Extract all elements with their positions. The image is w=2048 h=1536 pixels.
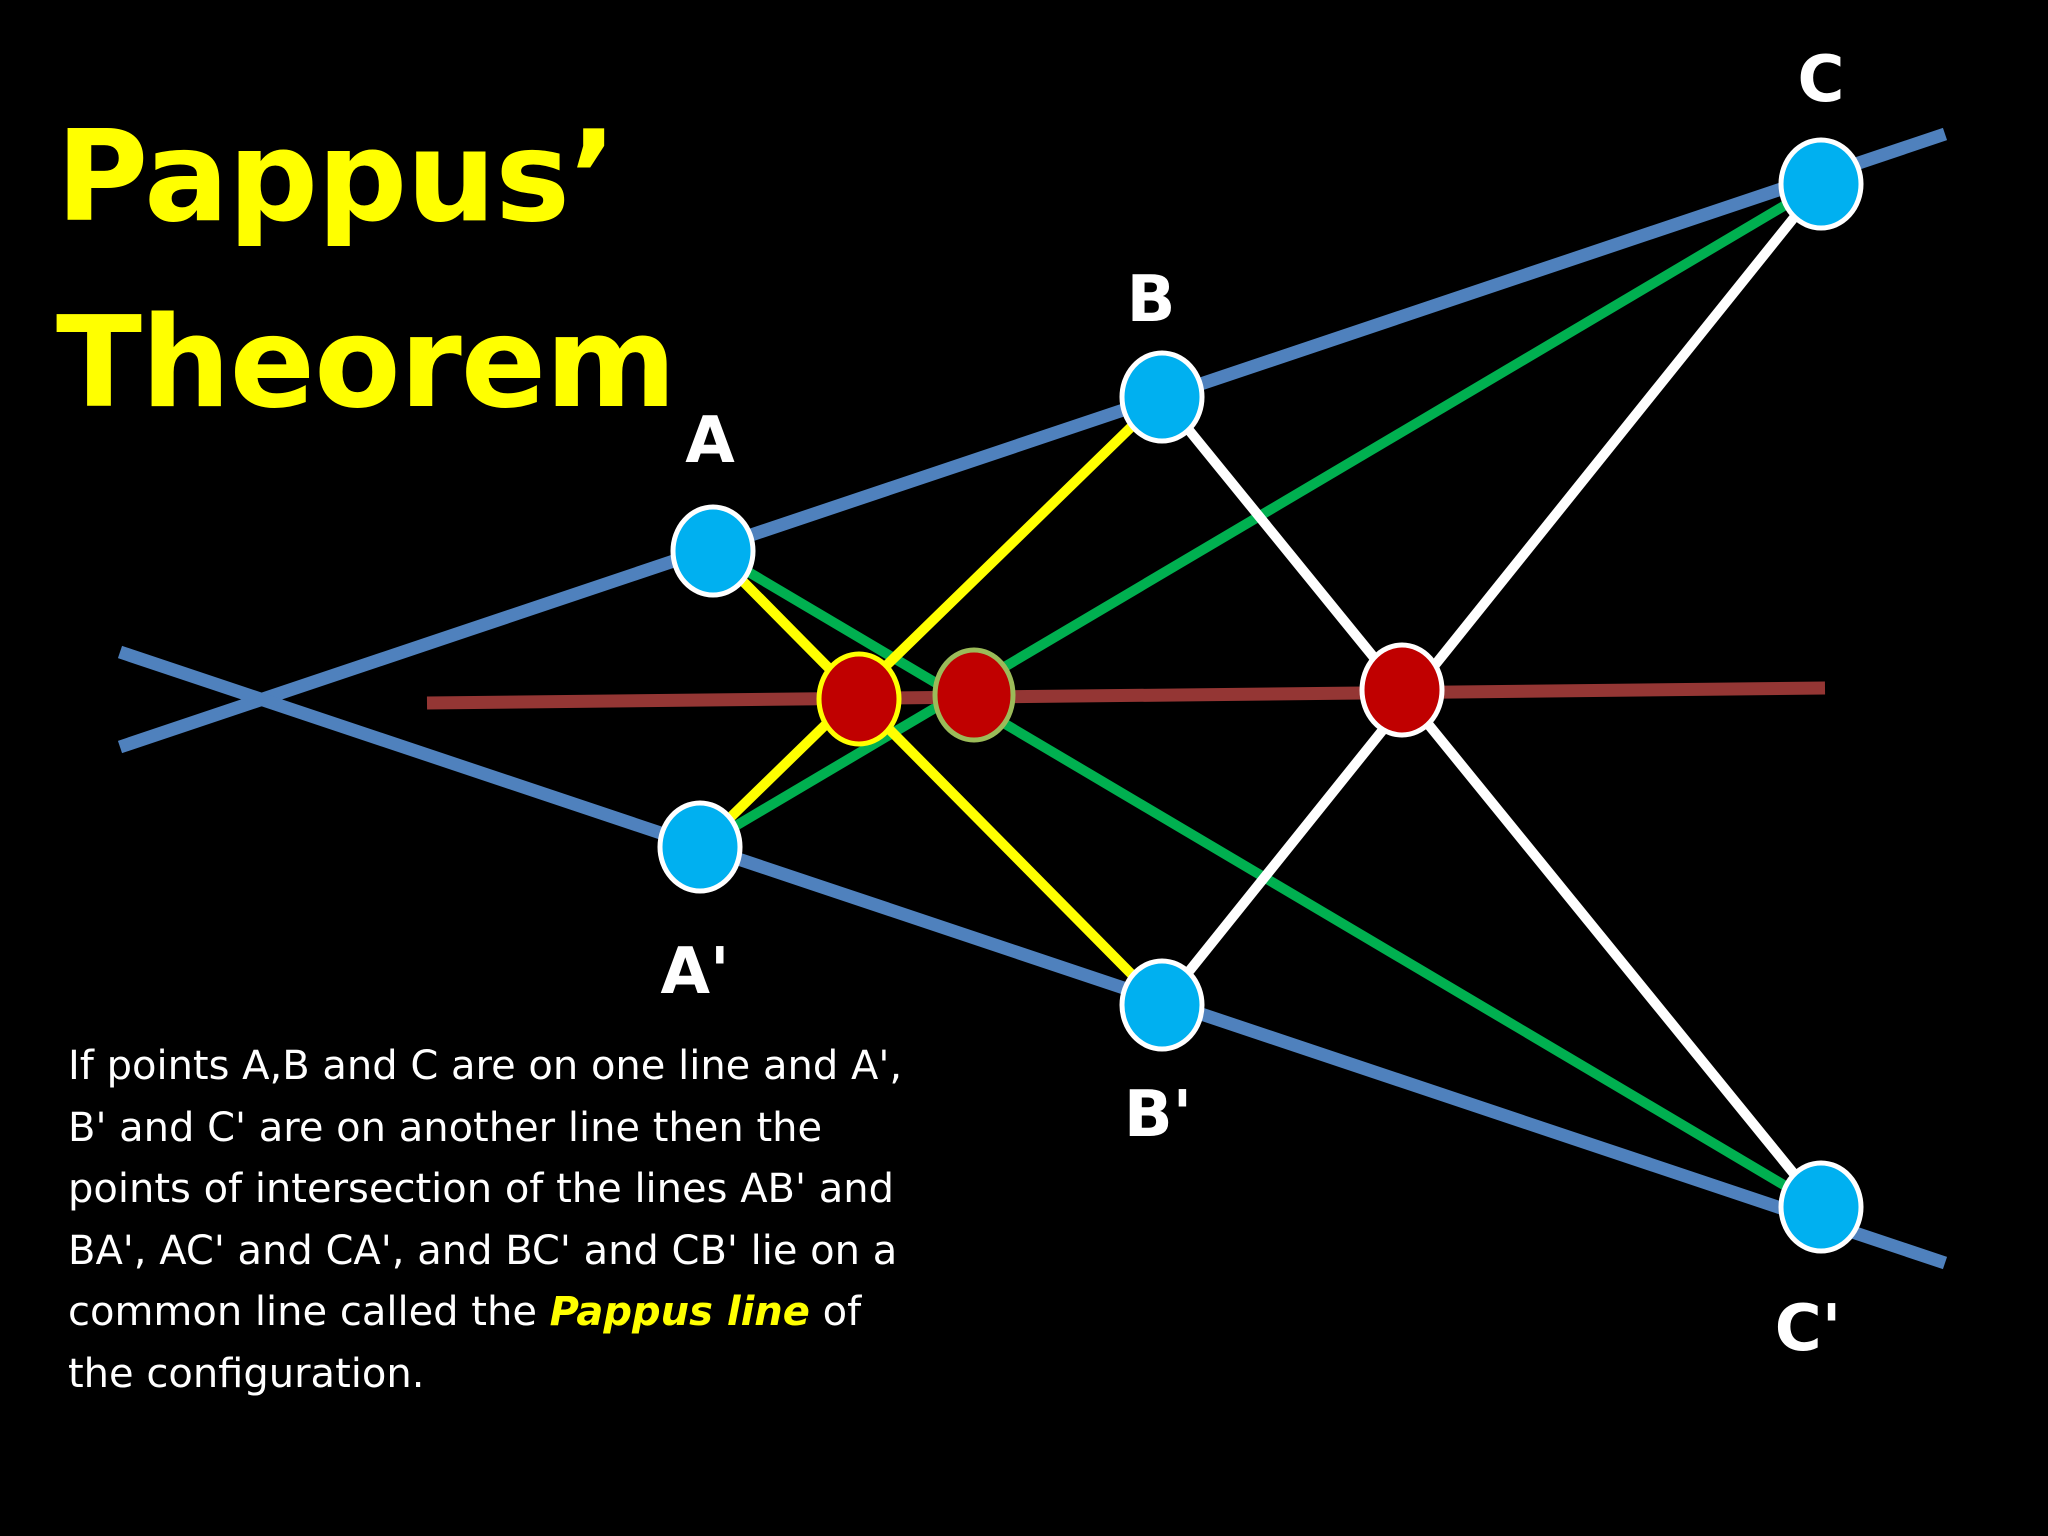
- label-C-prime: C': [1775, 1292, 1842, 1366]
- point-A-prime: [657, 800, 743, 894]
- title-line-2: Theorem: [56, 289, 677, 436]
- pappus-line: [426, 681, 1826, 710]
- label-C: C: [1798, 43, 1845, 117]
- description-text: If points A,B and C are on one line and …: [68, 1043, 903, 1335]
- label-B: B: [1127, 263, 1176, 337]
- label-B-prime: B': [1124, 1078, 1192, 1152]
- intersection-AC-prime-CA-prime: [932, 647, 1016, 743]
- description-tail: of the configuration.: [68, 1289, 862, 1397]
- label-A-prime: A': [660, 935, 729, 1009]
- line-BA-prime: [696, 393, 1166, 851]
- point-C-prime: [1778, 1160, 1864, 1254]
- point-C: [1778, 137, 1864, 231]
- label-A: A: [685, 404, 735, 478]
- lower-base-line: [117, 645, 1948, 1270]
- intersection-BC-prime-CB-prime: [1359, 642, 1445, 738]
- intersection-AB-prime-BA-prime: [816, 651, 902, 747]
- point-B: [1119, 350, 1205, 444]
- pappus-line-term: Pappus line: [549, 1289, 810, 1335]
- line-CB-prime: [1158, 180, 1825, 1009]
- line-AB-prime: [709, 547, 1166, 1009]
- point-B-prime: [1119, 958, 1205, 1052]
- page-title: Pappus’ Theorem: [56, 84, 677, 456]
- upper-base-line: [117, 127, 1948, 754]
- theorem-description: If points A,B and C are on one line and …: [68, 1036, 928, 1405]
- title-line-1: Pappus’: [56, 103, 617, 250]
- point-A: [670, 504, 756, 598]
- line-BC-prime: [1158, 393, 1825, 1211]
